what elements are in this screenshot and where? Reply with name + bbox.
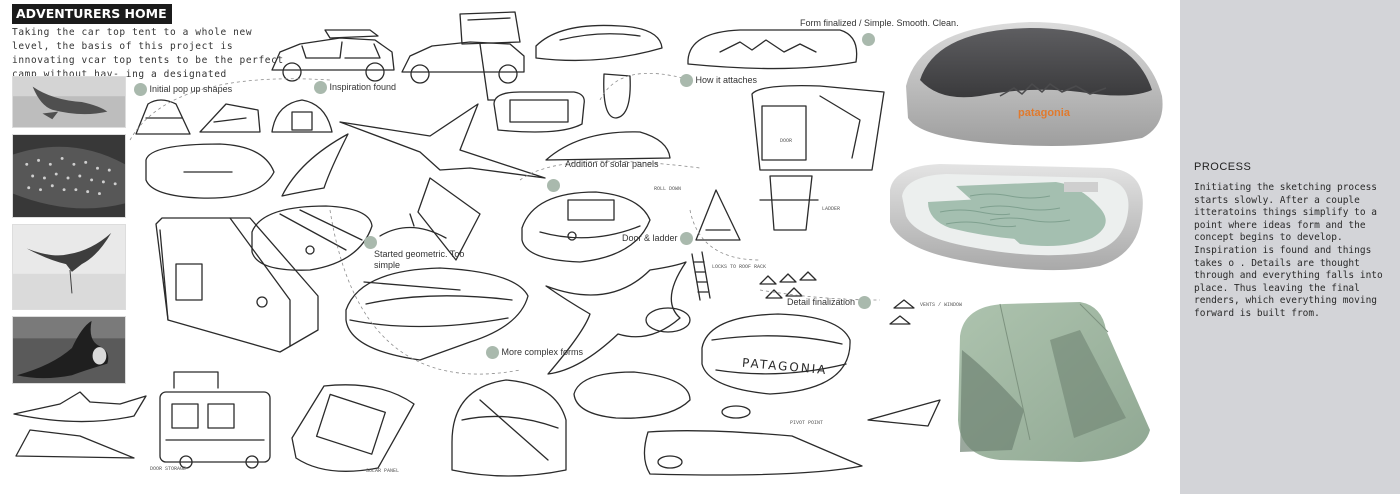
roof-box-sketch (291, 384, 415, 472)
annotation-solar-panel: SOLAR PANEL (366, 468, 400, 474)
callout-dot (314, 81, 327, 94)
callout-complex-forms: More complex forms (486, 346, 583, 359)
callout-dot (680, 74, 693, 87)
popup-shape-3 (271, 99, 333, 133)
shark-sketch-2 (15, 429, 135, 459)
popup-shape-2 (199, 103, 261, 133)
process-panel: PROCESS Initiating the sketching process… (1180, 0, 1400, 494)
callout-label: Door & ladder (622, 233, 678, 243)
solar-tent-sketch (521, 191, 651, 263)
manta-sketch-2 (281, 133, 349, 197)
reference-photo-whale-shark (12, 76, 126, 128)
callout-inspiration: Inspiration found (314, 81, 396, 94)
callout-geometric: Started geometric. Too simple (364, 236, 466, 271)
ladder-sketch (691, 251, 711, 301)
callout-dot (547, 179, 560, 192)
render-closed-pod: patagonia (906, 22, 1163, 146)
callout-initial-shapes: Initial pop up shapes (134, 83, 232, 96)
reference-photo-manta-surface (12, 224, 126, 310)
callout-label: Detail finalization (787, 297, 856, 307)
camper-sketch (159, 371, 271, 469)
arrow-sketch (867, 399, 941, 427)
solar-profile-sketch (545, 131, 671, 161)
callout-label: Addition of solar panels (565, 159, 659, 170)
reference-photo-manta-dive (12, 316, 126, 384)
sketch-canvas: PATAGONIA (13, 11, 941, 477)
popup-shape-1 (135, 99, 191, 135)
annotation-door: DOOR (780, 138, 793, 144)
annotation-vents: VENTS / WINDOW (920, 302, 963, 308)
callout-solar-panels: Addition of solar panels (547, 159, 659, 192)
suv-sketch-1 (271, 29, 395, 82)
callout-dot (857, 296, 871, 309)
side-profile-sketch (603, 73, 631, 119)
patagonia-pod-sketch (701, 313, 851, 419)
callout-dot (486, 346, 499, 359)
reference-photo-shark-pattern (12, 134, 126, 218)
callout-detail: Detail finalization (787, 296, 871, 309)
callout-label: Form finalized / Simple. Smooth. Clean. (800, 18, 959, 29)
callout-door-ladder: Door & ladder (622, 232, 694, 245)
shell-sketch-top-1 (535, 24, 663, 62)
suv-sketch-2 (401, 11, 525, 101)
annotation-roll-down: ROLL DOWN (654, 186, 682, 192)
callout-dot (680, 232, 694, 245)
manta-tent-sketch (545, 261, 687, 375)
callout-form-finalized: Form finalized / Simple. Smooth. Clean. (800, 18, 959, 47)
callout-how-attaches: How it attaches (680, 74, 757, 87)
final-renders: patagonia (880, 0, 1180, 494)
render-brand-logo: patagonia (1018, 107, 1071, 119)
manta-sketch-1 (339, 103, 546, 179)
callout-dot (364, 236, 377, 249)
annotation-pivot: PIVOT POINT (790, 420, 824, 426)
box-carrier-sketch (251, 205, 373, 271)
sketch-layer: PATAGONIA (13, 11, 941, 477)
callout-label: Inspiration found (329, 82, 397, 92)
shark-sketch-1 (13, 391, 147, 423)
shell-sketch-top-2 (687, 29, 858, 70)
attachment-sketch (751, 85, 885, 231)
annotation-door-storage: DOOR STORAGE (150, 466, 187, 472)
lowprofile-sketch (643, 430, 863, 476)
callout-label: How it attaches (695, 75, 758, 85)
board-title: ADVENTURERS HOME BASE (12, 4, 208, 24)
render-tent-shell (958, 302, 1150, 462)
flat-panel-sketch (417, 177, 481, 261)
process-body: Initiating the sketching process starts … (1194, 182, 1383, 319)
callout-label: More complex forms (501, 347, 584, 357)
hanger-sketch (379, 226, 447, 239)
annotation-ladder: LADDER (822, 206, 841, 212)
callout-label: Started geometric. Too simple (374, 249, 465, 270)
callout-dot (862, 33, 875, 47)
process-heading: PROCESS (1194, 161, 1252, 173)
top-view-sketch (493, 91, 585, 133)
render-open-tray (890, 164, 1143, 271)
callout-label: Initial pop up shapes (149, 84, 233, 94)
complex-form-sketch (345, 267, 529, 361)
detail-shapes-sketch (759, 271, 915, 325)
geometric-tent-sketch (155, 217, 319, 353)
triangle-window-sketch (695, 189, 741, 241)
callout-dot (134, 83, 147, 96)
capsule-sketch (573, 371, 691, 419)
helmet-pod-sketch (451, 379, 567, 477)
annotation-locks: LOCKS TO ROOF RACK (712, 264, 767, 270)
pod-sketch (145, 143, 275, 199)
render-canvas: patagonia (890, 22, 1163, 462)
